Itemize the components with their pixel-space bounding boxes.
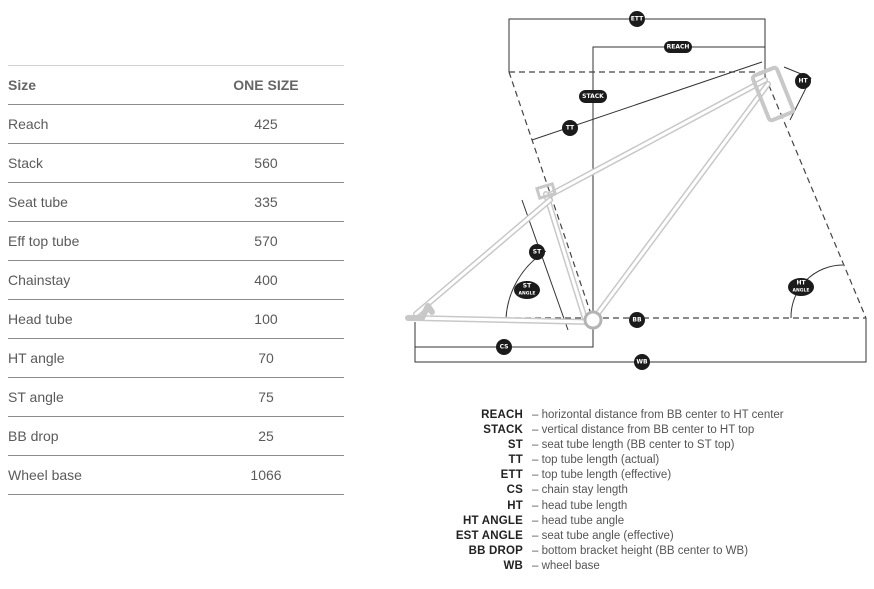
legend-item: CS – chain stay length xyxy=(440,483,860,498)
svg-text:HT: HT xyxy=(798,78,808,85)
svg-text:TT: TT xyxy=(566,125,575,132)
row-value: 425 xyxy=(254,116,278,132)
legend-term: TT xyxy=(508,454,523,467)
legend-desc: – vertical distance from BB center to HT… xyxy=(532,424,755,437)
legend-desc: – head tube length xyxy=(532,499,628,512)
row-label: Head tube xyxy=(8,311,73,327)
row-value: 335 xyxy=(254,194,278,210)
bb-badge: BB xyxy=(629,312,645,328)
svg-text:ANGLE: ANGLE xyxy=(793,288,810,294)
row-value: 100 xyxy=(254,311,278,327)
row-value: 25 xyxy=(258,428,274,444)
legend-desc: – top tube length (actual) xyxy=(532,454,660,467)
row-label: HT angle xyxy=(8,350,65,366)
table-row-stack: Stack 560 xyxy=(8,144,344,183)
legend-desc: – bottom bracket height (BB center to WB… xyxy=(532,544,749,557)
stack-badge: STACK xyxy=(579,90,607,103)
legend-item: BB DROP – bottom bracket height (BB cent… xyxy=(440,544,860,559)
cs-badge: CS xyxy=(496,339,512,355)
size-header-label: Size xyxy=(8,77,37,93)
legend-desc: – wheel base xyxy=(532,559,600,572)
head-angle-dashed-line xyxy=(764,75,867,319)
legend-term: CS xyxy=(506,484,523,497)
legend-item: TT – top tube length (actual) xyxy=(440,453,860,468)
svg-text:HT: HT xyxy=(796,280,806,287)
reach-badge: REACH xyxy=(664,41,692,53)
ht-angle-badge: HT ANGLE xyxy=(788,278,814,296)
st-badge: ST xyxy=(529,244,545,260)
legend-desc: – head tube angle xyxy=(532,514,625,527)
table-row-st-angle: ST angle 75 xyxy=(8,378,344,417)
legend-item: EST ANGLE – seat tube angle (effective) xyxy=(440,529,860,544)
geometry-legend: REACH – horizontal distance from BB cent… xyxy=(440,408,860,574)
table-row-eff-top-tube: Eff top tube 570 xyxy=(8,222,344,261)
legend-term: BB DROP xyxy=(468,544,523,557)
row-value: 1066 xyxy=(250,467,282,483)
table-header-row: Size ONE SIZE xyxy=(8,66,344,105)
table-row-seat-tube: Seat tube 335 xyxy=(8,183,344,222)
row-label: Reach xyxy=(8,116,49,132)
legend-item: HT ANGLE – head tube angle xyxy=(440,514,860,529)
row-label: BB drop xyxy=(8,428,59,444)
legend-term: EST ANGLE xyxy=(455,529,523,542)
frame-geometry-diagram: ETT REACH STACK TT HT ST ST ANGLE xyxy=(405,11,867,370)
table-row-head-tube: Head tube 100 xyxy=(8,300,344,339)
legend-item: ETT – top tube length (effective) xyxy=(440,468,860,483)
table-row-ht-angle: HT angle 70 xyxy=(8,339,344,378)
ett-dimension-line xyxy=(508,18,766,86)
wb-badge: WB xyxy=(634,354,650,370)
svg-text:ST: ST xyxy=(523,283,532,290)
bike-frame xyxy=(405,65,796,330)
svg-text:CS: CS xyxy=(500,344,509,351)
ht-badge: HT xyxy=(795,73,811,89)
legend-term: HT ANGLE xyxy=(463,514,523,527)
row-label: Seat tube xyxy=(8,194,68,210)
svg-text:STACK: STACK xyxy=(582,93,604,100)
table-row-reach: Reach 425 xyxy=(8,105,344,144)
row-value: 75 xyxy=(258,389,274,405)
table-row-wheel-base: Wheel base 1066 xyxy=(8,456,344,495)
legend-item: ST – seat tube length (BB center to ST t… xyxy=(440,438,860,453)
row-label: ST angle xyxy=(8,389,64,405)
legend-term: ETT xyxy=(500,469,523,482)
legend-item: WB – wheel base xyxy=(440,559,860,574)
legend-term: ST xyxy=(507,439,523,452)
svg-text:BB: BB xyxy=(632,317,642,324)
row-label: Wheel base xyxy=(8,467,82,483)
legend-desc: – chain stay length xyxy=(532,484,628,497)
svg-text:WB: WB xyxy=(636,359,648,366)
legend-term: STACK xyxy=(483,424,523,437)
row-label: Chainstay xyxy=(8,272,71,288)
row-value: 570 xyxy=(254,233,278,249)
svg-text:ANGLE: ANGLE xyxy=(519,291,536,297)
row-value: 400 xyxy=(254,272,278,288)
legend-desc: – horizontal distance from BB center to … xyxy=(532,409,784,421)
table-row-chainstay: Chainstay 400 xyxy=(8,261,344,300)
legend-desc: – seat tube length (BB center to ST top) xyxy=(532,439,735,452)
geometry-table: Size ONE SIZE Reach 425 Stack 560 Seat t… xyxy=(8,65,344,495)
st-angle-badge: ST ANGLE xyxy=(514,281,540,299)
row-value: 70 xyxy=(258,350,274,366)
legend-term: REACH xyxy=(481,409,523,421)
legend-desc: – seat tube angle (effective) xyxy=(532,529,674,542)
tt-badge: TT xyxy=(562,120,578,136)
svg-text:ETT: ETT xyxy=(631,16,644,23)
row-label: Stack xyxy=(8,155,44,171)
legend-item: HT – head tube length xyxy=(440,499,860,514)
legend-item: REACH – horizontal distance from BB cent… xyxy=(440,408,860,423)
size-header-value: ONE SIZE xyxy=(233,77,299,93)
row-label: Eff top tube xyxy=(8,233,80,249)
legend-desc: – top tube length (effective) xyxy=(532,469,672,482)
st-dimension-line xyxy=(521,199,569,331)
legend-term: HT xyxy=(507,499,523,512)
svg-text:REACH: REACH xyxy=(667,44,690,51)
table-row-bb-drop: BB drop 25 xyxy=(8,417,344,456)
svg-text:ST: ST xyxy=(533,249,542,256)
ett-badge: ETT xyxy=(629,11,645,27)
legend-item: STACK – vertical distance from BB center… xyxy=(440,423,860,438)
reach-dimension-line xyxy=(592,46,765,315)
row-value: 560 xyxy=(254,155,278,171)
legend-term: WB xyxy=(503,559,523,572)
frame-diagram-svg: ETT REACH STACK TT HT ST ST ANGLE xyxy=(405,11,867,370)
